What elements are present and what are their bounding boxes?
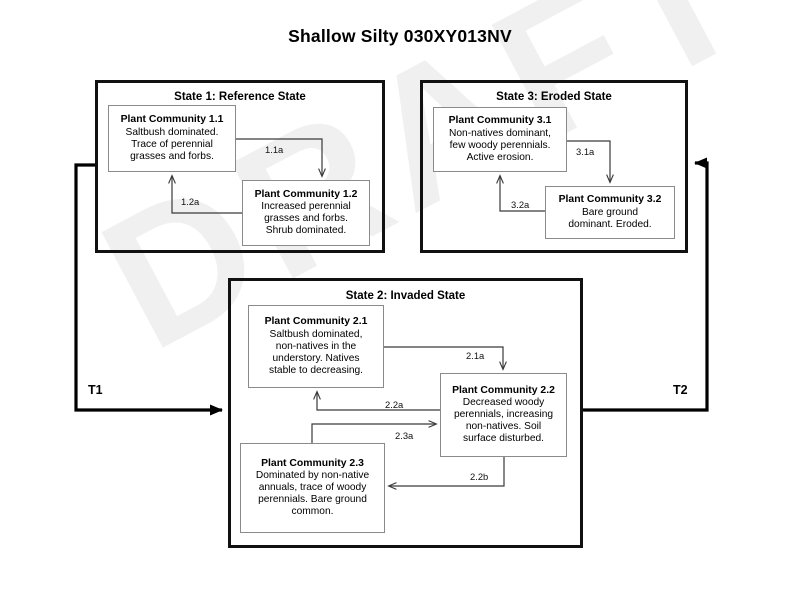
page-title: Shallow Silty 030XY013NV	[288, 26, 512, 46]
pc-2-1-line-2: non-natives in the	[275, 340, 357, 352]
pc-1-1-line-3: grasses and forbs.	[130, 150, 214, 162]
pc-3-1-line-3: Active erosion.	[466, 151, 534, 163]
state-box-3: State 3: Eroded State	[420, 80, 688, 253]
pc-1-2-heading: Plant Community 1.2	[254, 188, 358, 200]
pc-1-2-line-3: Shrub dominated.	[265, 225, 347, 237]
pc-2-2-line-3: non-natives. Soil	[465, 421, 542, 433]
transition-arrow-t1	[74, 163, 223, 416]
pathway-arrow-2-3a	[311, 424, 436, 443]
pc-2-3-line-2: annuals, trace of woody	[258, 482, 367, 494]
pc-2-3-line-4: common.	[291, 506, 334, 518]
pc-1-1-heading: Plant Community 1.1	[120, 114, 224, 126]
transition-label-t2: T2	[673, 383, 688, 397]
state-box-2: State 2: Invaded State	[228, 278, 583, 548]
pc-3-1-line-2: few woody perennials.	[449, 139, 551, 151]
pc-2-3-line-3: perennials. Bare ground	[258, 494, 367, 506]
plant-community-2-1[interactable]: Plant Community 2.1 Saltbush dominated, …	[248, 305, 384, 388]
pathway-arrow-2-2a	[317, 392, 440, 411]
plant-community-3-1[interactable]: Plant Community 3.1 Non-natives dominant…	[433, 107, 567, 172]
pathway-label-1-2a: 1.2a	[181, 196, 200, 207]
pathway-arrow-1-1a	[236, 138, 322, 176]
pc-2-2-line-1: Decreased woody	[462, 397, 545, 409]
pathway-arrow-3-2a	[500, 176, 545, 212]
pc-2-1-line-1: Saltbush dominated,	[269, 328, 363, 340]
state-3-title: State 3: Eroded State	[496, 91, 612, 103]
plant-community-2-2[interactable]: Plant Community 2.2 Decreased woody pere…	[440, 373, 567, 457]
pc-2-2-heading: Plant Community 2.2	[452, 384, 555, 396]
pc-1-2-line-1: Increased perennial	[261, 201, 351, 213]
pathway-arrow-3-1a	[567, 140, 610, 182]
plant-community-1-2[interactable]: Plant Community 1.2 Increased perennial …	[242, 180, 370, 246]
pathway-label-2-1a: 2.1a	[466, 350, 485, 361]
pc-3-2-line-1: Bare ground	[581, 206, 639, 218]
pc-3-1-heading: Plant Community 3.1	[448, 115, 552, 127]
pathway-label-2-2a: 2.2a	[385, 399, 404, 410]
plant-community-1-1[interactable]: Plant Community 1.1 Saltbush dominated. …	[108, 105, 236, 172]
pc-2-3-heading: Plant Community 2.3	[261, 457, 364, 469]
pathway-label-3-1a: 3.1a	[576, 146, 595, 157]
transition-label-t1: T1	[88, 383, 103, 397]
pathway-label-2-2b: 2.2b	[470, 471, 489, 482]
pathway-label-3-2a: 3.2a	[511, 199, 530, 210]
plant-community-2-3[interactable]: Plant Community 2.3 Dominated by non-nat…	[240, 443, 385, 533]
pc-2-1-line-4: stable to decreasing.	[268, 364, 363, 376]
state-2-title: State 2: Invaded State	[345, 290, 466, 302]
state-1-title: State 1: Reference State	[174, 91, 306, 103]
plant-community-3-2[interactable]: Plant Community 3.2 Bare ground dominant…	[545, 186, 675, 239]
pc-3-1-line-1: Non-natives dominant,	[449, 127, 551, 139]
state-box-1: State 1: Reference State	[95, 80, 385, 253]
pc-3-2-line-2: dominant. Eroded.	[568, 218, 652, 230]
pc-1-1-line-1: Saltbush dominated.	[125, 126, 219, 138]
transition-arrow-t2	[583, 157, 709, 412]
pc-3-2-heading: Plant Community 3.2	[558, 194, 662, 206]
pc-2-2-line-4: surface disturbed.	[463, 433, 544, 445]
pc-1-1-line-2: Trace of perennial	[131, 138, 213, 150]
pc-2-1-line-3: understory. Natives	[272, 352, 360, 364]
pathway-arrow-1-2a	[172, 176, 242, 214]
pathway-arrow-2-2b	[389, 457, 505, 486]
pc-2-3-line-1: Dominated by non-native	[255, 470, 370, 482]
pathway-label-1-1a: 1.1a	[265, 144, 284, 155]
pathway-label-2-3a: 2.3a	[395, 430, 414, 441]
pc-2-2-line-2: perennials, increasing	[453, 409, 554, 421]
pc-1-2-line-2: grasses and forbs.	[264, 213, 348, 225]
pathway-arrow-2-1a	[384, 346, 503, 369]
pc-2-1-heading: Plant Community 2.1	[264, 316, 368, 328]
